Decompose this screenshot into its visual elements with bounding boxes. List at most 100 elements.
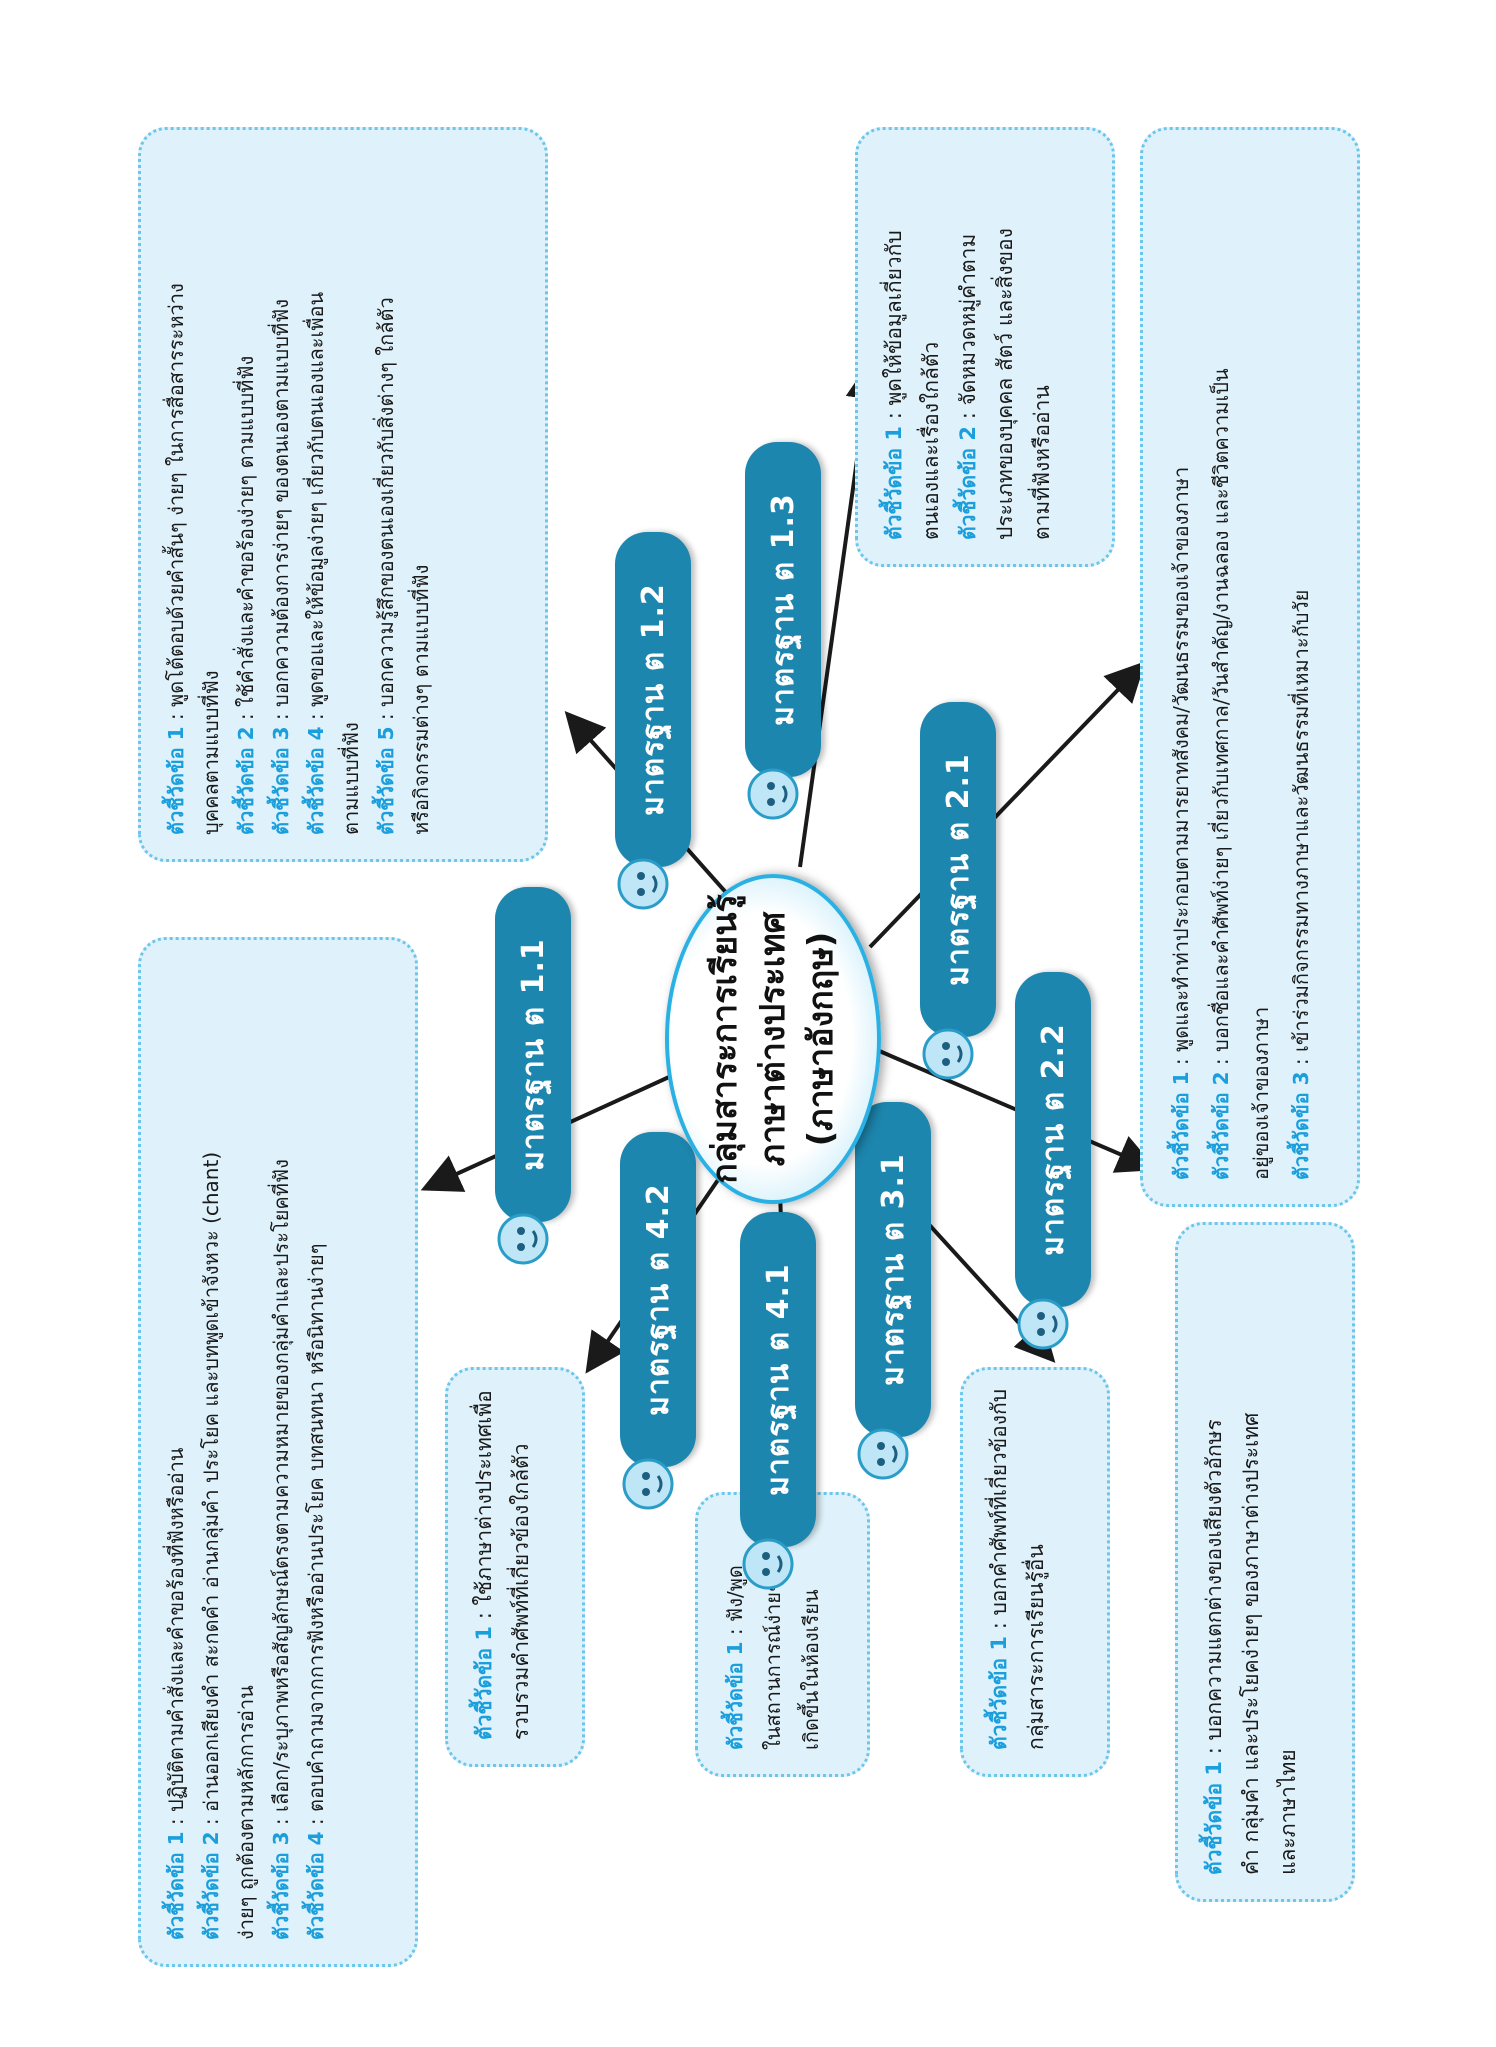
indicator-text: : พูดโต้ตอบด้วยคำสั้นๆ ง่ายๆ ในการสื่อสา… [164,283,188,727]
indicator-label: ตัวชี้วัดข้อ 5 [374,726,398,835]
indicator-text: บุคคลตามแบบที่ฟัง [199,670,223,835]
indicator-text: : บอกความต้องการง่ายๆ ของตนเองตามแบบที่ฟ… [269,298,293,727]
standard-3-1: มาตรฐาน ต 3.1 [855,1102,931,1437]
indicator-row: ตัวชี้วัดข้อ 3 : บอกความต้องการง่ายๆ ของ… [264,154,299,835]
standard-2-1: มาตรฐาน ต 2.1 [920,702,996,1037]
indicator-row: ตัวชี้วัดข้อ 2 : บอกชื่อและคำศัพท์ง่ายๆ … [1201,154,1241,1180]
line-s21 [868,661,1146,949]
indicator-text: : บอกชื่อและคำศัพท์ง่ายๆ เกี่ยวกับเทศกาล… [1209,368,1233,1072]
mascot-icon [922,1028,974,1080]
indicator-row: ตัวชี้วัดข้อ 3 : เข้าร่วมกิจกรรมทางภาษาแ… [1281,154,1321,1180]
indicator-box-s11: ตัวชี้วัดข้อ 1 : ปฏิบัติตามคำสั่งและคำขอ… [138,937,418,1967]
indicator-row: ตามที่ฟังหรืออ่าน [1024,154,1061,540]
indicator-row: ตัวชี้วัดข้อ 1 : พูดโต้ตอบด้วยคำสั้นๆ ง่… [159,154,194,835]
indicator-row: รวบรวมคำศัพท์ที่เกี่ยวข้องใกล้ตัว [503,1394,540,1741]
mascot-icon [857,1428,909,1480]
indicator-text: กลุ่มสาระการเรียนรู้อื่น [1024,1544,1048,1750]
standard-2-2: มาตรฐาน ต 2.2 [1015,972,1091,1307]
indicator-label: ตัวชี้วัดข้อ 2 [199,1831,223,1940]
mascot-icon [747,768,799,820]
indicator-label: ตัวชี้วัดข้อ 1 [723,1641,747,1750]
indicator-box-s13: ตัวชี้วัดข้อ 1 : พูดให้ข้อมูลเกี่ยวกับตน… [855,127,1115,567]
indicator-text: อยู่ของเจ้าของภาษา [1249,1006,1273,1180]
standard-1-3: มาตรฐาน ต 1.3 [745,442,821,777]
indicator-row: บุคคลตามแบบที่ฟัง [194,154,229,835]
indicator-label: ตัวชี้วัดข้อ 2 [956,425,980,540]
indicator-label: ตัวชี้วัดข้อ 1 [164,1831,188,1940]
indicator-label: ตัวชี้วัดข้อ 1 [882,425,906,540]
indicator-text: : ปฏิบัติตามคำสั่งและคำขอร้องที่ฟังหรืออ… [164,1447,188,1832]
indicator-row: และภาษาไทย [1270,1249,1307,1875]
indicator-row: ตัวชี้วัดข้อ 1 : บอกความแตกต่างของเสียงต… [1196,1249,1233,1875]
indicator-row: ประเภทของบุคคล สัตว์ และสิ่งของ [987,154,1024,540]
indicator-row: ตัวชี้วัดข้อ 2 : จัดหมวดหมู่คำตาม [950,154,987,540]
indicator-box-s31: ตัวชี้วัดข้อ 1 : บอกคำศัพท์ที่เกี่ยวข้อง… [960,1367,1110,1777]
indicator-row: ตนเองและเรื่องใกล้ตัว [913,154,950,540]
indicator-label: ตัวชี้วัดข้อ 3 [269,1831,293,1940]
indicator-text: หรือกิจกรรมต่างๆ ตามแบบที่ฟัง [409,564,433,835]
indicator-row: หรือกิจกรรมต่างๆ ตามแบบที่ฟัง [404,154,439,835]
center-title-line3: (ภาษาอังกฤษ) [801,931,841,1147]
indicator-label: ตัวชี้วัดข้อ 1 [987,1635,1011,1750]
indicator-row: กลุ่มสาระการเรียนรู้อื่น [1018,1394,1055,1750]
center-title-line1: กลุ่มสาระการเรียนรู้ [705,894,745,1184]
indicator-text: : ใช้คำสั่งและคำขอร้องง่ายๆ ตามแบบที่ฟัง [234,355,258,727]
indicator-label: ตัวชี้วัดข้อ 4 [304,726,328,835]
indicator-box-s22: ตัวชี้วัดข้อ 1 : บอกความแตกต่างของเสียงต… [1175,1222,1355,1902]
standard-1-1: มาตรฐาน ต 1.1 [495,887,571,1222]
indicator-row: ตัวชี้วัดข้อ 1 : บอกคำศัพท์ที่เกี่ยวข้อง… [981,1389,1018,1750]
indicator-text: : จัดหมวดหมู่คำตาม [956,233,980,426]
indicator-row: คำ กลุ่มคำ และประโยคง่ายๆ ของภาษาต่างประ… [1233,1249,1270,1875]
indicator-label: ตัวชี้วัดข้อ 1 [1202,1760,1226,1875]
indicator-text: : ตอบคำถามจากการฟังหรืออ่านประโยค บทสนทน… [304,1243,328,1832]
center-title-line2: ภาษาต่างประเทศ [753,911,793,1167]
indicator-row: เกิดขึ้นในห้องเรียน [792,1519,830,1750]
indicator-text: : ใช้ภาษาต่างประเทศเพื่อ [472,1390,496,1626]
indicator-label: ตัวชี้วัดข้อ 1 [1169,1071,1193,1180]
indicator-label: ตัวชี้วัดข้อ 2 [234,726,258,835]
indicator-text: และภาษาไทย [1276,1749,1300,1875]
indicator-row: ตัวชี้วัดข้อ 1 : พูดให้ข้อมูลเกี่ยวกับ [876,154,913,540]
indicator-label: ตัวชี้วัดข้อ 3 [269,726,293,835]
mascot-icon [622,1458,674,1510]
indicator-text: : อ่านออกเสียงคำ สะกดคำ อ่านกลุ่มคำ ประโ… [199,1151,223,1832]
indicator-row: ง่ายๆ ถูกต้องตามหลักการอ่าน [229,964,264,1940]
indicator-row: ตัวชี้วัดข้อ 3 : เลือก/ระบุภาพหรือสัญลัก… [264,964,299,1940]
indicator-text: รวบรวมคำศัพท์ที่เกี่ยวข้องใกล้ตัว [509,1443,533,1741]
indicator-text: ตนเองและเรื่องใกล้ตัว [919,341,943,540]
mascot-icon [1017,1298,1069,1350]
indicator-text: ตามที่ฟังหรืออ่าน [1030,385,1054,540]
indicator-text: ง่ายๆ ถูกต้องตามหลักการอ่าน [234,1685,258,1940]
indicator-text: : พูดและทำท่าประกอบตามมารยาทสังคม/วัฒนธร… [1169,466,1193,1072]
indicator-row: ตัวชี้วัดข้อ 4 : ตอบคำถามจากการฟังหรืออ่… [299,964,334,1940]
indicator-text: คำ กลุ่มคำ และประโยคง่ายๆ ของภาษาต่างประ… [1239,1412,1263,1875]
indicator-label: ตัวชี้วัดข้อ 1 [164,726,188,835]
indicator-text: : พูดให้ข้อมูลเกี่ยวกับ [882,230,906,426]
indicator-row: อยู่ของเจ้าของภาษา [1241,154,1281,1180]
indicator-row: ตามแบบที่ฟัง [334,154,369,835]
indicator-label: ตัวชี้วัดข้อ 1 [472,1625,496,1740]
indicator-label: ตัวชี้วัดข้อ 2 [1209,1071,1233,1180]
indicator-row: ตัวชี้วัดข้อ 2 : อ่านออกเสียงคำ สะกดคำ อ… [194,964,229,1940]
indicator-label: ตัวชี้วัดข้อ 4 [304,1831,328,1940]
indicator-text: : บอกความแตกต่างของเสียงตัวอักษร [1202,1419,1226,1761]
indicator-text: : เลือก/ระบุภาพหรือสัญลักษณ์ตรงตามความหม… [269,1159,293,1832]
indicator-row: ตัวชี้วัดข้อ 1 : ปฏิบัติตามคำสั่งและคำขอ… [159,964,194,1940]
mascot-icon [617,858,669,910]
indicator-text: เกิดขึ้นในห้องเรียน [799,1589,823,1750]
standard-4-2: มาตรฐาน ต 4.2 [620,1132,696,1467]
indicator-text: ตามแบบที่ฟัง [339,722,363,835]
standard-1-2: มาตรฐาน ต 1.2 [615,532,691,867]
line-s22 [869,1045,1158,1173]
indicator-box-s42: ตัวชี้วัดข้อ 1 : ใช้ภาษาต่างประเทศเพื่อร… [445,1367,585,1767]
indicator-text: ประเภทของบุคคล สัตว์ และสิ่งของ [993,228,1017,540]
indicator-row: ตัวชี้วัดข้อ 4 : พูดขอและให้ข้อมูลง่ายๆ … [299,154,334,835]
standard-4-1: มาตรฐาน ต 4.1 [740,1212,816,1547]
indicator-box-s12: ตัวชี้วัดข้อ 1 : พูดโต้ตอบด้วยคำสั้นๆ ง่… [138,127,548,862]
indicator-text: : บอกคำศัพท์ที่เกี่ยวข้องกับ [987,1388,1011,1636]
mascot-icon [497,1213,549,1265]
indicator-label: ตัวชี้วัดข้อ 3 [1289,1071,1313,1180]
indicator-row: ตัวชี้วัดข้อ 1 : ใช้ภาษาต่างประเทศเพื่อ [466,1390,503,1740]
